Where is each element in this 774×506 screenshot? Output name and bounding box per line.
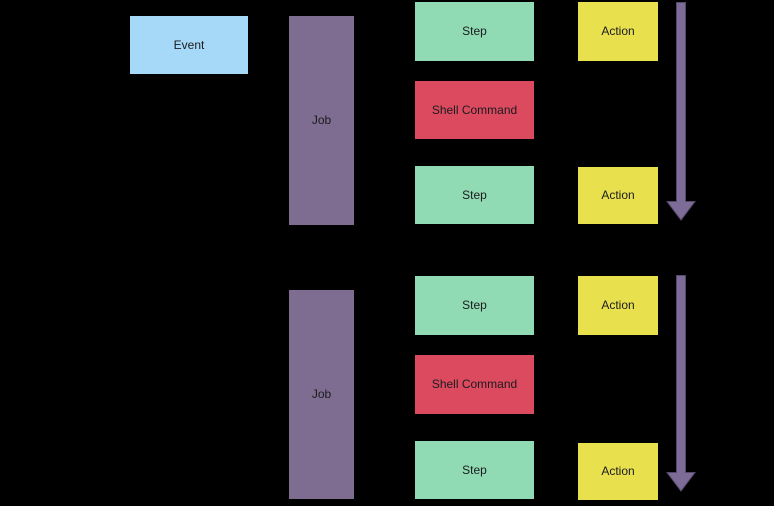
action-node-2b: Action — [578, 443, 658, 500]
step-node-1b: Step — [415, 166, 534, 224]
step-node-1a: Step — [415, 2, 534, 61]
step-node-2b: Step — [415, 441, 534, 499]
flow-down-arrow-icon-1 — [666, 2, 696, 221]
job-node-1: Job — [289, 16, 354, 225]
shell-command-node-1: Shell Command — [415, 81, 534, 139]
action-node-1b: Action — [578, 167, 658, 224]
job-node-2: Job — [289, 290, 354, 499]
flow-down-arrow-icon-2 — [666, 275, 696, 492]
action-node-1a: Action — [578, 2, 658, 61]
step-node-2a: Step — [415, 276, 534, 335]
shell-command-node-2: Shell Command — [415, 355, 534, 414]
event-node: Event — [130, 16, 248, 74]
action-node-2a: Action — [578, 276, 658, 335]
